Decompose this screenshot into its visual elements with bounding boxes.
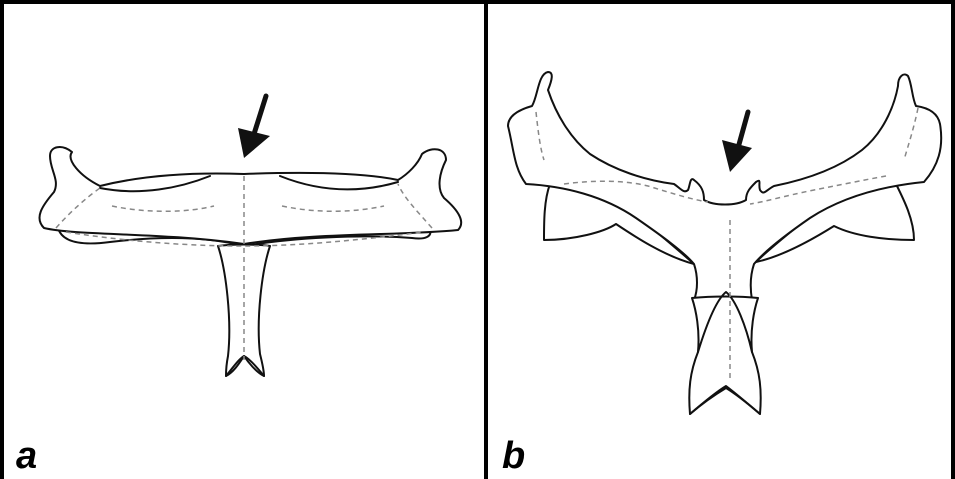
panel-b-arrow xyxy=(722,112,752,172)
panel-a-upper-wing xyxy=(39,147,461,244)
panel-b-drawing xyxy=(484,0,955,479)
panel-b-stalk xyxy=(689,297,760,415)
panel-b: b xyxy=(484,0,955,479)
panel-a-label: a xyxy=(16,437,37,475)
panel-a-drawing xyxy=(0,0,488,479)
panel-a-arrow xyxy=(238,96,270,158)
panel-a: a xyxy=(0,0,488,479)
panel-b-main-body xyxy=(508,72,941,300)
panel-b-label: b xyxy=(502,437,525,475)
